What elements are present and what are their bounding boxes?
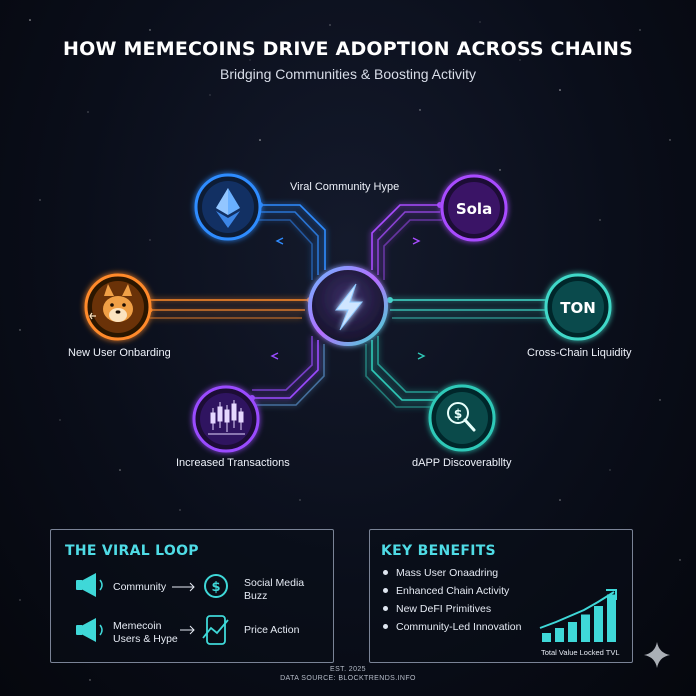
megaphone-icon (76, 618, 103, 642)
viral-loop-panel (50, 529, 334, 663)
benefit-item: Community-Led Innovation (383, 621, 521, 633)
benefit-item: Mass User Onaadring (383, 567, 498, 579)
label-dapp-discoverability: dAPP Discoverabllty (412, 457, 512, 469)
transactions-node (192, 385, 260, 453)
viral-loop-icons: $ (76, 573, 229, 645)
benefit-item: New DeFI Primitives (383, 603, 491, 615)
tvl-trend-line (539, 591, 615, 629)
label-viral-community-hype: Viral Community Hype (290, 181, 400, 193)
key-benefits-title: KEY BENEFITS (381, 543, 496, 559)
svg-text:$: $ (454, 407, 462, 421)
dapp-node: $ (428, 384, 496, 452)
ethereum-icon (216, 188, 240, 228)
ton-badge: TON (560, 299, 596, 317)
tvl-bar (542, 633, 551, 642)
label-new-user-onboarding: New User Onbarding (68, 347, 171, 359)
solana-badge: Sola (456, 200, 492, 218)
tvl-trend-arrowhead (606, 589, 617, 600)
loop-price-action: Price Action (244, 624, 300, 636)
footer-est: EST. 2025 (330, 666, 366, 673)
footer-source: DATA SOURCE: BLOCKTRENDS.INFO (280, 675, 416, 682)
connector-dapp (371, 340, 438, 401)
loop-social-media-buzz: Social Media Buzz (244, 577, 305, 602)
benefit-item: Enhanced Chain Activity (383, 585, 509, 597)
solana-node (440, 174, 508, 242)
sparkle-icon (644, 642, 670, 668)
phone-chart-icon (202, 615, 229, 645)
loop-memecoin-users: Memecoin Users & Hype (113, 620, 178, 645)
ethereum-node (194, 173, 262, 241)
doge-node (84, 273, 152, 341)
megaphone-icon (76, 573, 103, 597)
central-hub (308, 266, 388, 346)
tvl-chart (539, 589, 617, 642)
connector-candles (252, 340, 319, 399)
connector-eth (260, 204, 326, 270)
shiba-dog-icon (89, 284, 133, 322)
connector-sol (371, 204, 440, 270)
dollar-coin-icon: $ (204, 574, 228, 598)
label-cross-chain-liquidity: Cross-Chain Liquidity (527, 347, 632, 359)
ton-node (544, 273, 612, 341)
tvl-bar (594, 606, 603, 642)
tvl-caption: Total Value Locked TVL (541, 648, 620, 657)
viral-loop-title: THE VIRAL LOOP (65, 543, 199, 559)
adoption-diagram: Sola TON (84, 173, 612, 453)
tvl-bar (607, 594, 616, 642)
loop-community: Community (113, 581, 167, 593)
page-title: HOW MEMECOINS DRIVE ADOPTION ACROSS CHAI… (63, 38, 633, 60)
tvl-bar (581, 614, 590, 642)
svg-text:$: $ (211, 580, 220, 595)
dollar-magnifier-icon: $ (447, 402, 476, 432)
page-subtitle: Bridging Communities & Boosting Activity (220, 66, 476, 82)
lightning-bolt-icon (334, 283, 364, 331)
tvl-bar (555, 628, 564, 642)
tvl-bar (568, 622, 577, 642)
label-increased-transactions: Increased Transactions (176, 457, 290, 469)
candlestick-chart-icon (208, 400, 245, 435)
